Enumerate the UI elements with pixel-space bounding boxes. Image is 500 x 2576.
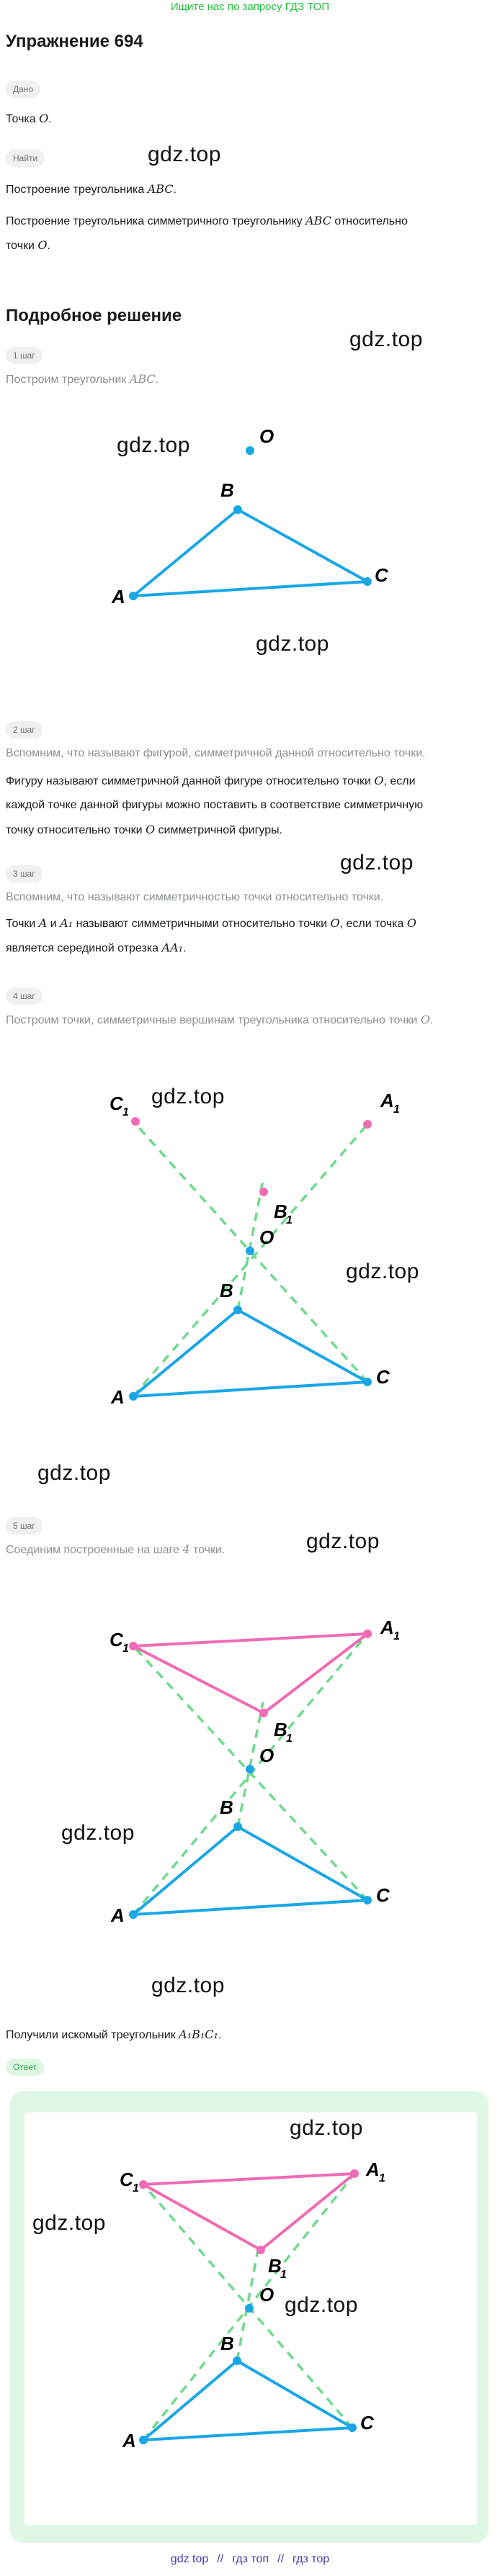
find-text-3: точки O. xyxy=(6,238,50,252)
label-b: B xyxy=(220,1280,233,1301)
label-a1-sub: 1 xyxy=(393,1103,400,1116)
exercise-title: Упражнение 694 xyxy=(6,32,143,51)
label-b1: B xyxy=(274,1719,287,1740)
label-a1-sub: 1 xyxy=(393,1630,400,1642)
label-o: O xyxy=(259,2284,274,2305)
step-1-badge: 1 шаг xyxy=(6,347,43,364)
label-c: C xyxy=(360,2412,375,2433)
step-2-body-2: каждой точке данной фигуры можно постави… xyxy=(6,799,424,811)
label-a: A xyxy=(111,586,125,607)
step-3-badge: 3 шаг xyxy=(6,865,43,882)
step-2-intro: Вспомним, что называют фигурой, симметри… xyxy=(6,747,426,759)
watermark: gdz.top xyxy=(340,851,414,875)
label-c1-sub: 1 xyxy=(122,1106,129,1118)
label-c: C xyxy=(376,1884,390,1906)
search-hint-banner[interactable]: Ищите нас по запросу ГДЗ ТОП xyxy=(170,1,330,13)
watermark: gdz.top xyxy=(256,632,329,656)
step-5-badge: 5 шаг xyxy=(6,1517,43,1535)
diagram-triangle-abc: A B C O xyxy=(111,425,389,607)
answer-badge: Ответ xyxy=(6,2058,44,2076)
diagram-answer: A B C O C 1 A 1 B 1 xyxy=(120,2159,385,2451)
watermark: gdz.top xyxy=(349,327,423,351)
label-b1: B xyxy=(274,1201,287,1222)
step-3-body-2: является серединой отрезка AA₁. xyxy=(6,941,187,954)
label-a: A xyxy=(110,1386,125,1408)
footer-link[interactable]: гдз тор xyxy=(293,2553,330,2565)
label-c: C xyxy=(375,564,389,586)
watermark: gdz.top xyxy=(306,1529,380,1553)
step-3-body-1: Точки A и A₁ называют симметричными отно… xyxy=(6,916,416,930)
label-o: O xyxy=(259,1226,274,1248)
diagram-connected-triangles: A B C O C 1 A 1 B 1 xyxy=(110,1617,400,1922)
label-a1-sub: 1 xyxy=(379,2172,385,2184)
label-b1: B xyxy=(268,2255,282,2277)
label-c1: C xyxy=(110,1629,124,1650)
watermark: gdz.top xyxy=(151,1974,225,1997)
label-c1: C xyxy=(120,2169,134,2190)
answer-inner xyxy=(24,2112,477,2525)
label-c1-sub: 1 xyxy=(122,1642,129,1655)
footer-link[interactable]: гдз топ xyxy=(232,2553,269,2565)
watermark: gdz.top xyxy=(285,2293,358,2317)
watermark: gdz.top xyxy=(346,1260,419,1283)
footer-link[interactable]: gdz top xyxy=(170,2553,209,2565)
diagram-symmetric-points: A B C O C 1 A 1 B 1 xyxy=(110,1090,400,1408)
find-text-2: Построение треугольника симметричного тр… xyxy=(6,214,408,227)
label-a1: A xyxy=(380,1090,394,1111)
step-2-body-1: Фигуру называют симметричной данной фигу… xyxy=(6,774,416,787)
step-4-badge: 4 шаг xyxy=(6,988,43,1005)
watermark: gdz.top xyxy=(117,433,190,457)
watermark: gdz.top xyxy=(37,1461,111,1485)
given-badge: Дано xyxy=(6,81,41,98)
label-o: O xyxy=(259,1745,274,1766)
label-b: B xyxy=(220,1797,233,1818)
step-2-body-3: точку относительно точки O симметричной … xyxy=(6,823,283,836)
label-a1: A xyxy=(365,2159,380,2180)
watermark: gdz.top xyxy=(151,1085,225,1108)
step-2-badge: 2 шаг xyxy=(6,721,43,738)
watermark: gdz.top xyxy=(32,2211,106,2235)
label-a: A xyxy=(122,2430,136,2451)
label-b1-sub: 1 xyxy=(286,1732,293,1745)
given-text: Точка O. xyxy=(6,112,52,125)
label-b: B xyxy=(220,2333,234,2354)
step-5-text: Соединим построенные на шаге 4 точки. xyxy=(6,1542,226,1556)
label-c: C xyxy=(376,1366,390,1388)
label-a: A xyxy=(110,1904,125,1922)
step-4-text: Построим точки, симметричные вершинам тр… xyxy=(6,1013,434,1026)
solution-title: Подробное решение xyxy=(6,306,182,325)
label-o: O xyxy=(259,425,274,447)
label-a1: A xyxy=(380,1617,394,1638)
label-b1-sub: 1 xyxy=(286,1214,293,1226)
watermark: gdz.top xyxy=(148,143,221,166)
label-b: B xyxy=(220,479,234,501)
result-text: Получили искомый треугольник A₁B₁C₁. xyxy=(6,2028,222,2041)
footer-separator: // xyxy=(277,2553,285,2565)
footer-links: gdz top // гдз топ // гдз тор xyxy=(0,2553,500,2566)
footer-separator: // xyxy=(217,2553,224,2565)
step-1-text: Построим треугольник ABC. xyxy=(6,372,159,386)
label-b1-sub: 1 xyxy=(280,2269,287,2281)
watermark: gdz.top xyxy=(290,2116,363,2140)
step-3-intro: Вспомним, что называют симметричностью т… xyxy=(6,891,384,903)
label-c1: C xyxy=(110,1093,124,1114)
watermark: gdz.top xyxy=(61,1821,135,1845)
find-text-1: Построение треугольника ABC. xyxy=(6,182,177,196)
label-c1-sub: 1 xyxy=(133,2182,139,2195)
find-badge: Найти xyxy=(6,150,45,167)
